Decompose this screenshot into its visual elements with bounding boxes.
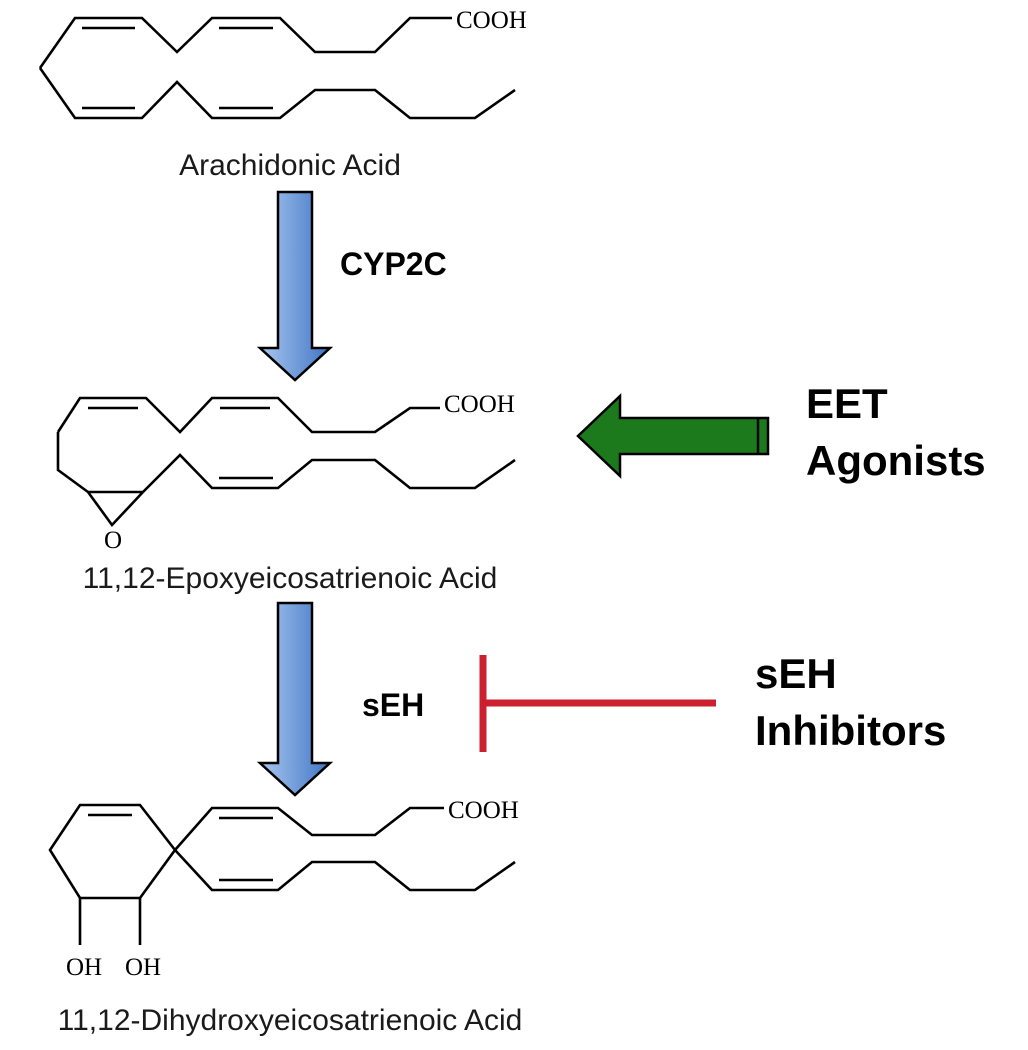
cyp2c-conversion-arrow <box>256 190 334 382</box>
arachidonic-acid-upper-chain <box>38 16 452 69</box>
eet-left-chain <box>56 432 89 494</box>
eet-lower-chain <box>142 453 516 493</box>
dhet-ring <box>48 803 177 900</box>
hydroxyl-label: OH <box>66 954 102 981</box>
eet-label: 11,12-Epoxyeicosatrienoic Acid <box>83 562 498 595</box>
arachidonic-acid-structure: COOH <box>38 7 527 120</box>
seh-enzyme-label: sEH <box>362 687 424 723</box>
cyp2c-enzyme-label: CYP2C <box>340 246 447 282</box>
arachidonic-acid-lower-chain <box>38 67 516 120</box>
eet-agonist-arrow <box>576 393 770 479</box>
dhet-structure: COOH OH OH <box>48 797 519 981</box>
arachidonic-acid-label: Arachidonic Acid <box>179 149 401 182</box>
seh-conversion-arrow <box>256 601 334 797</box>
eet-upper-chain <box>56 396 440 434</box>
dhet-lower-chain <box>174 849 516 892</box>
seh-inhibitors-label-line2: Inhibitors <box>755 707 946 754</box>
seh-inhibitors-label-line1: sEH <box>755 650 837 697</box>
eet-agonists-label-line2: Agonists <box>806 437 986 484</box>
dhet-label: 11,12-Dihydroxyeicosatrienoic Acid <box>58 1004 523 1037</box>
dhet-upper-chain <box>174 806 444 851</box>
cooh-label: COOH <box>456 7 527 34</box>
eet-structure: COOH O <box>56 391 516 554</box>
eet-agonists-label-line1: EET <box>806 380 888 427</box>
epoxide-oxygen-label: O <box>104 527 122 554</box>
cooh-label: COOH <box>448 797 519 824</box>
cooh-label: COOH <box>444 391 515 418</box>
seh-inhibition-symbol <box>479 655 716 752</box>
epoxide-oxygen-bonds <box>86 491 144 528</box>
hydroxyl-label: OH <box>125 954 161 981</box>
